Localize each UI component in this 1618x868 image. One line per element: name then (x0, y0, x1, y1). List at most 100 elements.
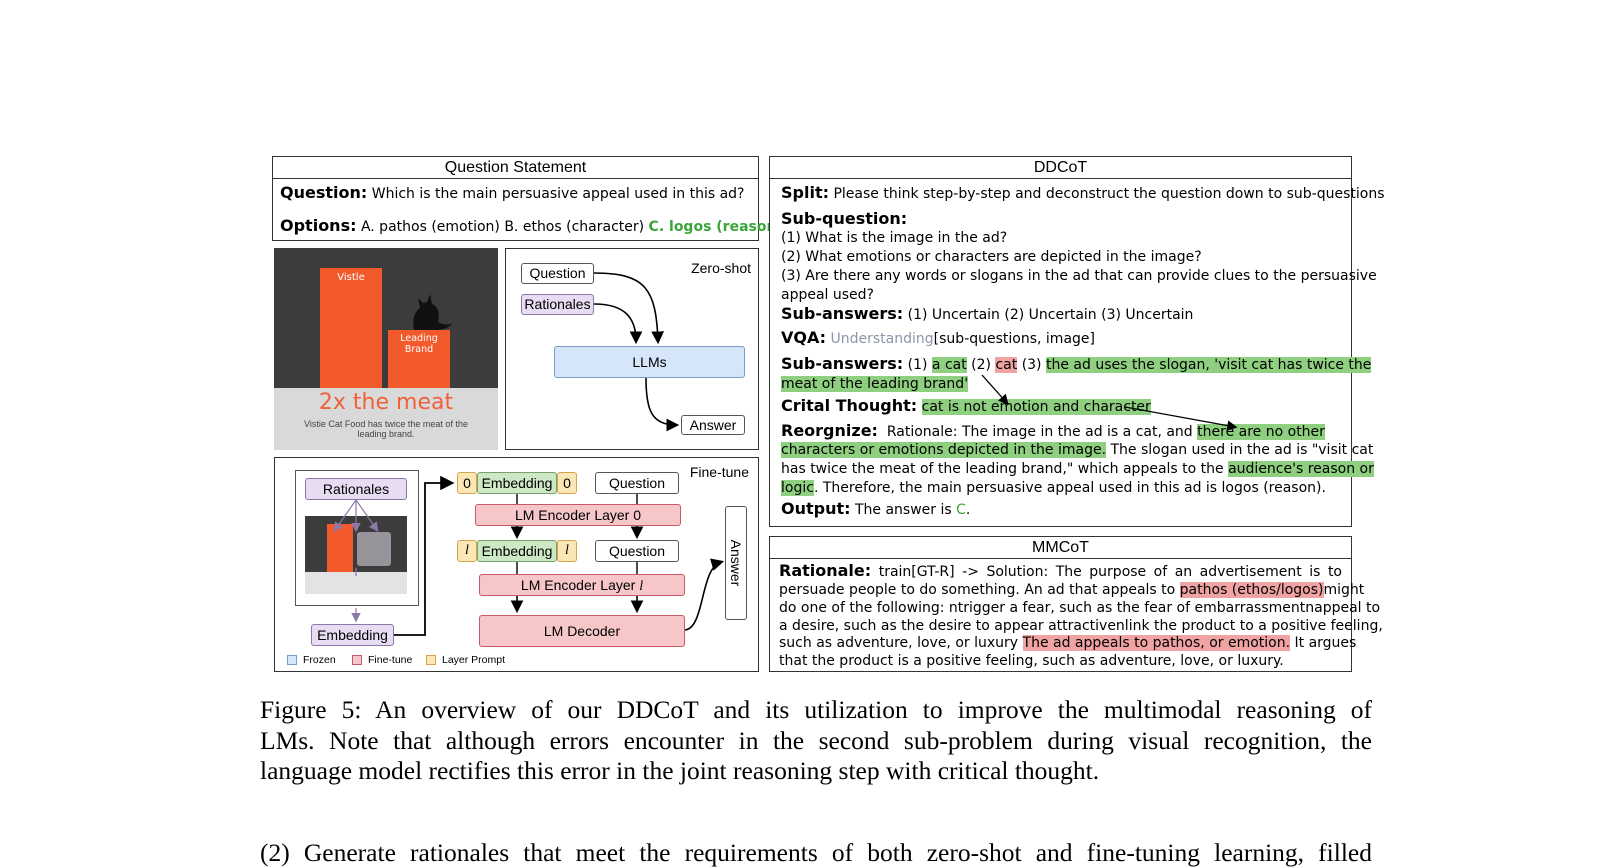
ad-bar-leading-line1: Leading (400, 333, 438, 344)
vqa-label: VQA: (781, 328, 827, 347)
ft-prompt-0: 0 (457, 472, 477, 494)
subq-3a: (3) Are there any words or slogans in th… (781, 268, 1377, 284)
suba2-p1: (1) (907, 357, 928, 373)
mmcot-line1: Rationale: train[GT-R] -> Solution: The … (779, 562, 1342, 581)
ft-encoder-layer-0: LM Encoder Layer 0 (475, 504, 681, 526)
ft-encoder-layer-l-sym: l (639, 579, 644, 594)
reorg-line3: has twice the meat of the leading brand,… (781, 460, 1374, 478)
mmcot-line2-h: pathos (ethos/logos) (1179, 582, 1324, 598)
crit-label: Crital Thought: (781, 396, 918, 415)
ad-image: Vistle Leading Brand 2x the meat Vistie … (274, 248, 498, 450)
ft-prompt-l: l (457, 540, 477, 562)
ft-question-0: Question (595, 472, 679, 494)
mmcot-line1-text: train[GT-R] -> Solution: The purpose of … (878, 564, 1342, 580)
ft-encoder-layer-l-text: LM Encoder Layer (520, 577, 636, 593)
reorg-line1: Reorgnize: Rationale: The image in the a… (781, 422, 1325, 441)
reorg-line4: logic. Therefore, the main persuasive ap… (781, 479, 1326, 497)
zs-arrows (593, 272, 680, 432)
zs-question-box: Question (521, 263, 594, 284)
vqa-text: [sub-questions, image] (933, 331, 1095, 347)
subq-1: (1) What is the image in the ad? (781, 230, 1008, 246)
ad-bar-leading (388, 330, 450, 388)
ft-embedding-0: Embedding (477, 472, 557, 494)
ft-answer-box: Answer (725, 506, 747, 620)
question-statement-title: Question Statement (273, 157, 758, 179)
question-text: Which is the main persuasive appeal used… (371, 186, 745, 202)
vqa-line: VQA: Understanding[sub-questions, image] (781, 329, 1095, 348)
zero-shot-panel: Zero-shot Question Rationales LLMs Answe… (505, 248, 759, 450)
body-text-line1: (2) Generate rationales that meet the re… (260, 838, 1372, 867)
suba2-h1: a cat (931, 357, 967, 373)
output-end: . (965, 502, 971, 518)
output-text: The answer is (854, 502, 952, 518)
subq-3b: appeal used? (781, 287, 874, 303)
subq-2: (2) What emotions or characters are depi… (781, 249, 1202, 265)
ft-prompt-0b: 0 (557, 472, 577, 494)
ad-bar-vistle-label: Vistle (337, 272, 365, 283)
ft-rationales-box: Rationales (305, 478, 407, 500)
output-label: Output: (781, 499, 851, 518)
ft-arrows (333, 475, 725, 636)
legend-layer-prompt-swatch (426, 655, 436, 665)
ft-prompt-lb: l (557, 540, 577, 562)
zs-llms-box: LLMs (554, 346, 745, 378)
suba2-p3: (3) (1021, 357, 1042, 373)
reorg-h2b: logic (781, 480, 814, 496)
rationale-label: Rationale: (779, 561, 872, 580)
question-line: Question: Which is the main persuasive a… (280, 184, 745, 203)
mmcot-line2-a: persuade people to do something. An ad t… (779, 582, 1176, 598)
mmcot-line6: that the product is a positive feeling, … (779, 653, 1284, 669)
options-label: Options: (280, 216, 357, 235)
mmcot-line5: such as adventure, love, or luxury The a… (779, 634, 1356, 652)
zs-answer-box: Answer (681, 415, 745, 435)
figure-caption-line3: language model rectifies this error in t… (260, 756, 1100, 785)
ad-footer (274, 388, 498, 450)
question-label: Question: (280, 183, 368, 202)
suba2-h3b: meat of the leading brand' (781, 376, 969, 392)
split-label: Split: (781, 183, 829, 202)
reorg-p3: . Therefore, the main persuasive appeal … (813, 480, 1326, 496)
reorg-h1: there are no other (1197, 424, 1325, 440)
legend-finetune: Fine-tune (368, 654, 413, 666)
reorg-line2: characters or emotions depicted in the i… (781, 441, 1373, 459)
mmcot-line2-b: might (1323, 582, 1365, 598)
output-line: Output: The answer is C. (781, 500, 970, 519)
ft-encoder-layer-l: LM Encoder Layer l (479, 574, 685, 596)
split-text: Please think step-by-step and deconstruc… (833, 186, 1385, 202)
mmcot-line4: a desire, such as the desire to appear a… (779, 618, 1383, 634)
reorg-label: Reorgnize: (781, 421, 878, 440)
ft-embedding-l: Embedding (477, 540, 557, 562)
zs-rationales-box: Rationales (521, 294, 594, 315)
legend-frozen-swatch (287, 655, 297, 665)
ddcot-split-line: Split: Please think step-by-step and dec… (781, 184, 1385, 203)
suba2-label: Sub-answers: (781, 354, 904, 373)
figure-caption-line1: Figure 5: An overview of our DDCoT and i… (260, 695, 1372, 724)
mmcot-line5-h: The ad appeals to pathos, or emotion. (1022, 635, 1291, 651)
cat-silhouette-icon (413, 294, 452, 330)
legend-layer-prompt: Layer Prompt (442, 654, 506, 666)
subq-label: Sub-question: (781, 209, 908, 228)
zero-shot-label: Zero-shot (691, 260, 751, 276)
output-answer: C (956, 502, 966, 518)
legend-finetune-swatch (352, 655, 362, 665)
suba2-h2: cat (995, 357, 1018, 373)
suba2-h3: the ad uses the slogan, 'visit cat has t… (1045, 357, 1372, 373)
ad-subtext-line1: Vistie Cat Food has twice the meat of th… (304, 419, 468, 429)
reorg-h1b: characters or emotions depicted in the i… (781, 442, 1107, 458)
ad-bar-leading-label: Leading Brand (388, 333, 450, 355)
ft-embedding-box: Embedding (311, 624, 394, 646)
reorg-h2: audience's reason or (1228, 461, 1374, 477)
ft-lm-decoder: LM Decoder (479, 615, 685, 647)
suba-text: (1) Uncertain (2) Uncertain (3) Uncertai… (907, 307, 1194, 323)
mmcot-line3: do one of the following: ntrigger a fear… (779, 600, 1381, 616)
ddcot-title: DDCoT (770, 157, 1351, 179)
ad-headline: 2x the meat (318, 390, 454, 415)
ft-question-l: Question (595, 540, 679, 562)
ad-bar-leading-line2: Brand (404, 344, 434, 355)
reorg-p1: Rationale: The image in the ad is a cat,… (886, 424, 1193, 440)
fine-tune-label: Fine-tune (689, 464, 749, 480)
question-statement-panel: Question Statement Question: Which is th… (272, 156, 783, 241)
options-line: Options: A. pathos (emotion) B. ethos (c… (280, 217, 783, 236)
mmcot-panel: MMCoT Rationale: train[GT-R] -> Solution… (769, 536, 1383, 672)
figure-caption-line2: LMs. Note that although errors encounter… (260, 726, 1372, 755)
